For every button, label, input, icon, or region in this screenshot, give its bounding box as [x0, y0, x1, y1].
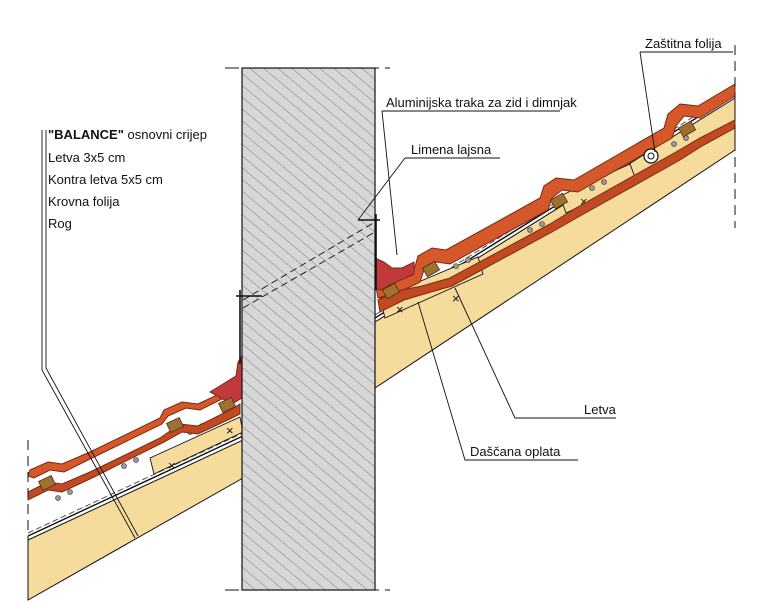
svg-text:×: ×: [226, 423, 234, 438]
label-aluminium-strip: Aluminijska traka za zid i dimnjak: [386, 95, 577, 110]
chimney-wall: [225, 67, 390, 591]
label-letva: Letva: [584, 402, 617, 417]
label-stack-left: "BALANCE" osnovni crijep Letva 3x5 cm Ko…: [48, 127, 207, 231]
label-boarding: Daščana oplata: [470, 444, 561, 459]
svg-text:×: ×: [452, 291, 460, 306]
label-roof-membrane: Krovna folija: [48, 194, 120, 209]
svg-text:×: ×: [396, 302, 404, 317]
svg-text:×: ×: [168, 458, 176, 473]
label-tile-name: "BALANCE": [48, 127, 124, 142]
svg-text:"BALANCE" osnovni crijep: "BALANCE" osnovni crijep: [48, 127, 207, 142]
label-tile-rest: osnovni crijep: [124, 127, 207, 142]
leader-lines: [41, 51, 733, 539]
tiles-left: [27, 354, 243, 501]
label-batten: Letva 3x5 cm: [48, 150, 125, 165]
label-protective-foil: Zaštitna folija: [645, 36, 722, 51]
label-rafter: Rog: [48, 216, 72, 231]
protective-foil-roll: [643, 148, 659, 164]
tiles-right: [374, 83, 736, 313]
label-flashing-strip: Limena lajsna: [411, 142, 492, 157]
svg-text:×: ×: [580, 194, 588, 209]
label-counter-batten: Kontra letva 5x5 cm: [48, 172, 163, 187]
break-lines: [27, 45, 736, 600]
batten-blocks: [38, 120, 697, 492]
